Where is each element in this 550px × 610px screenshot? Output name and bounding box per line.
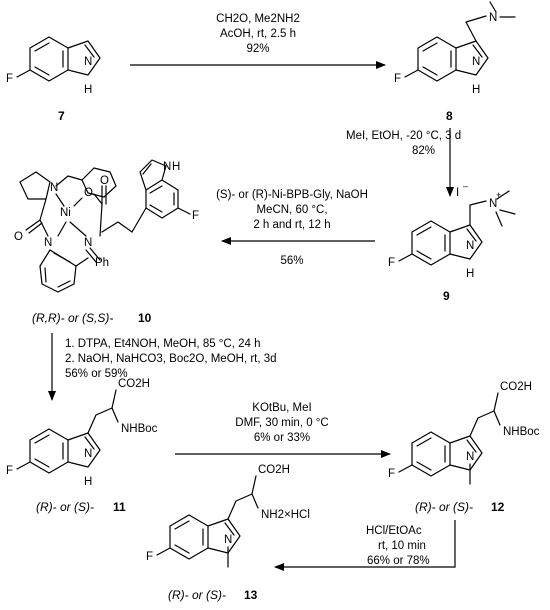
- atom-label: H: [84, 84, 92, 96]
- compound-11: F N H CO2H NHBoc (R)- or (S)- 11: [6, 378, 158, 514]
- atom-label: O: [84, 187, 93, 199]
- reaction-step-2: MeI, EtOH, -20 °C, 3 d 82%: [346, 128, 461, 197]
- compound-number: 12: [491, 500, 505, 514]
- atom-label: F: [6, 73, 13, 85]
- atom-label: H: [472, 84, 480, 96]
- condition-solvent-temp: MeCN, 60 °C,: [256, 204, 327, 216]
- atom-label: N: [224, 534, 232, 546]
- compound-9: F N H N + I – 9: [388, 181, 516, 303]
- atom-label: F: [388, 257, 395, 269]
- compound-13: F N CO2H NH2×HCl (R)- or (S)- 13: [146, 464, 310, 602]
- compound-number: 9: [443, 289, 450, 303]
- atom-label: NHBoc: [121, 423, 158, 435]
- condition-reagents: KOtBu, MeI: [252, 402, 311, 414]
- condition-yield: 56%: [280, 255, 303, 267]
- atom-label: Ph: [95, 257, 109, 269]
- atom-label: N: [44, 237, 52, 249]
- compound-number: 13: [244, 588, 258, 602]
- atom-label: F: [6, 465, 13, 477]
- condition-time: 2 h and rt, 12 h: [253, 219, 330, 231]
- compound-number: 11: [113, 500, 126, 514]
- condition-yield: 56% or 59%: [65, 368, 128, 380]
- atom-label: H: [84, 476, 92, 488]
- atom-label: N: [466, 451, 474, 463]
- atom-label: N: [84, 56, 92, 68]
- charge-minus: –: [463, 181, 468, 191]
- atom-label: F: [394, 73, 401, 85]
- atom-label: N: [50, 182, 58, 194]
- reaction-step-3: (S)- or (R)-Ni-BPB-Gly, NaOH MeCN, 60 °C…: [216, 189, 375, 267]
- condition-yield: 92%: [246, 43, 269, 55]
- condition-yield: 66% or 78%: [367, 555, 430, 567]
- atom-label: O: [100, 175, 109, 187]
- stereo-prefix: (R)- or (S)-: [36, 500, 94, 514]
- atom-label: CO2H: [118, 378, 150, 390]
- condition-step-a: 1. DTPA, Et4NOH, MeOH, 85 °C, 24 h: [65, 338, 260, 350]
- condition-step-b: 2. NaOH, NaHCO3, Boc2O, MeOH, rt, 3d: [65, 353, 277, 365]
- atom-label: F: [388, 468, 395, 480]
- atom-label: H: [466, 268, 474, 280]
- atom-label: N: [84, 448, 92, 460]
- atom-label: F: [146, 551, 153, 563]
- reaction-step-5: KOtBu, MeI DMF, 30 min, 0 °C 6% or 33%: [175, 402, 391, 458]
- atom-label: F: [192, 210, 199, 222]
- condition-reagents: CH2O, Me2NH2: [216, 13, 300, 25]
- reaction-step-6: HCl/EtOAc rt, 10 min 66% or 78%: [274, 520, 456, 571]
- atom-label: N: [489, 12, 497, 24]
- reaction-step-4: 1. DTPA, Et4NOH, MeOH, 85 °C, 24 h 2. Na…: [48, 333, 277, 401]
- atom-label: I: [456, 187, 459, 199]
- compound-number: 10: [138, 311, 152, 325]
- stereo-prefix: (R)- or (S)-: [168, 588, 226, 602]
- atom-label: Ni: [60, 207, 71, 219]
- reaction-step-1: CH2O, Me2NH2 AcOH, rt, 2.5 h 92%: [130, 13, 386, 69]
- compound-12: F N CO2H NHBoc (R)- or (S)- 12: [388, 381, 540, 514]
- compound-number: 7: [58, 109, 65, 123]
- compound-number: 8: [446, 109, 453, 123]
- atom-label: NHBoc: [503, 426, 540, 438]
- condition-reagents: (S)- or (R)-Ni-BPB-Gly, NaOH: [216, 189, 368, 201]
- stereo-prefix: (R,R)- or (S,S)-: [32, 311, 113, 325]
- atom-label: CO2H: [258, 464, 290, 476]
- compound-10: N Ni O O O N N Ph N H F (R,R)-: [14, 159, 199, 325]
- atom-label: N: [489, 198, 497, 210]
- atom-label: O: [14, 231, 23, 243]
- atom-label: CO2H: [500, 381, 532, 393]
- atom-label: N: [84, 237, 92, 249]
- condition-time: rt, 10 min: [378, 540, 426, 552]
- condition-yield: 6% or 33%: [254, 432, 310, 444]
- atom-label: N: [472, 56, 480, 68]
- condition-reagents: MeI, EtOH, -20 °C, 3 d: [346, 130, 461, 142]
- condition-solvent-time: DMF, 30 min, 0 °C: [235, 417, 328, 429]
- condition-yield: 82%: [412, 145, 435, 157]
- charge-plus: +: [496, 190, 501, 200]
- compound-7: F N H 7: [6, 36, 101, 123]
- compound-8: F N H N 8: [394, 1, 516, 123]
- condition-solvent-time: AcOH, rt, 2.5 h: [220, 28, 296, 40]
- atom-label: H: [172, 161, 180, 173]
- condition-reagents: HCl/EtOAc: [366, 525, 422, 537]
- atom-label: NH2×HCl: [261, 509, 310, 521]
- stereo-prefix: (R)- or (S)-: [415, 500, 473, 514]
- atom-label: N: [466, 240, 474, 252]
- atom-label: N: [163, 161, 171, 173]
